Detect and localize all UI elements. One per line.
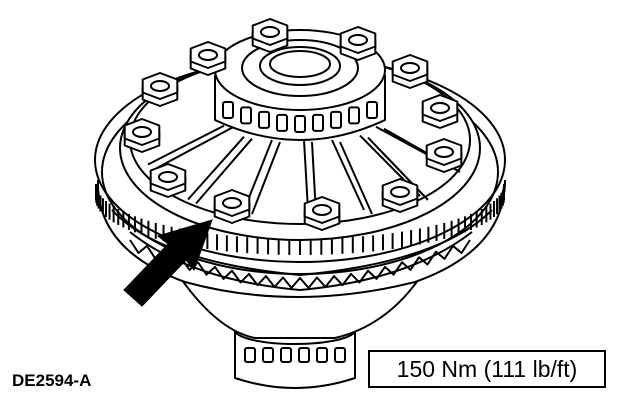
bolt-head-top (251, 18, 289, 46)
bolt-head-center (434, 146, 454, 158)
bolt-head-top (149, 163, 187, 191)
hex-bolt (123, 118, 161, 153)
bolt-head-center (158, 171, 178, 183)
bolt-head-top (213, 189, 251, 217)
bolt-head-center (312, 204, 332, 216)
bolt-head-center (430, 102, 450, 114)
case-rib (147, 124, 233, 170)
bolt-head-top (425, 138, 463, 166)
hub-slot (316, 347, 328, 363)
bearing-slot (366, 101, 378, 119)
bolt-head-top (123, 118, 161, 146)
bolt-head-center (132, 126, 152, 138)
bolt-head-top (339, 26, 377, 54)
bolt-head-center (390, 186, 410, 198)
bolt-head-top (141, 72, 179, 100)
bevel-teeth-band (129, 239, 471, 289)
ring-gear-bolts (123, 18, 463, 231)
case-rib (187, 136, 253, 205)
bolt-head-top (391, 54, 429, 82)
hub-slot (244, 347, 256, 363)
hex-bolt (425, 138, 463, 173)
bolt-head-center (260, 26, 280, 38)
bolt-head-center (198, 49, 218, 61)
bolt-head-center (348, 34, 368, 46)
bearing-slot (222, 101, 234, 119)
figure-id-label: DE2594-A (12, 371, 92, 390)
bolt-head-center (400, 62, 420, 74)
hex-bolt (189, 41, 227, 76)
bearing-slot (240, 106, 252, 125)
hex-bolt (421, 94, 459, 129)
hub-slot (298, 347, 310, 363)
hex-bolt (391, 54, 429, 89)
bolt-head-top (421, 94, 459, 122)
bolt-head-center (222, 197, 242, 209)
bearing-slot (348, 106, 360, 125)
bolt-head-top (303, 196, 341, 224)
hex-bolt (251, 18, 289, 53)
case-rib (331, 139, 373, 215)
hub-slot (280, 347, 292, 363)
hex-bolt (141, 72, 179, 107)
arrow-icon (123, 219, 213, 307)
hex-bolt (381, 178, 419, 213)
bolt-head-top (189, 41, 227, 69)
bearing-slot (276, 113, 288, 132)
bearing-slot (330, 110, 342, 129)
torque-spec-callout: 150 Nm (111 lb/ft) (368, 350, 606, 388)
hex-bolt (303, 196, 341, 231)
hex-bolt (149, 163, 187, 198)
bolt-head-top (381, 178, 419, 206)
bolt-head-center (150, 80, 170, 92)
bearing-slot (294, 115, 306, 133)
bearing-slot (258, 110, 270, 129)
hub-slot (334, 347, 346, 363)
hex-bolt (213, 189, 251, 224)
hex-bolt (339, 26, 377, 61)
bearing-slot (312, 113, 324, 132)
hub-slot (262, 347, 274, 363)
